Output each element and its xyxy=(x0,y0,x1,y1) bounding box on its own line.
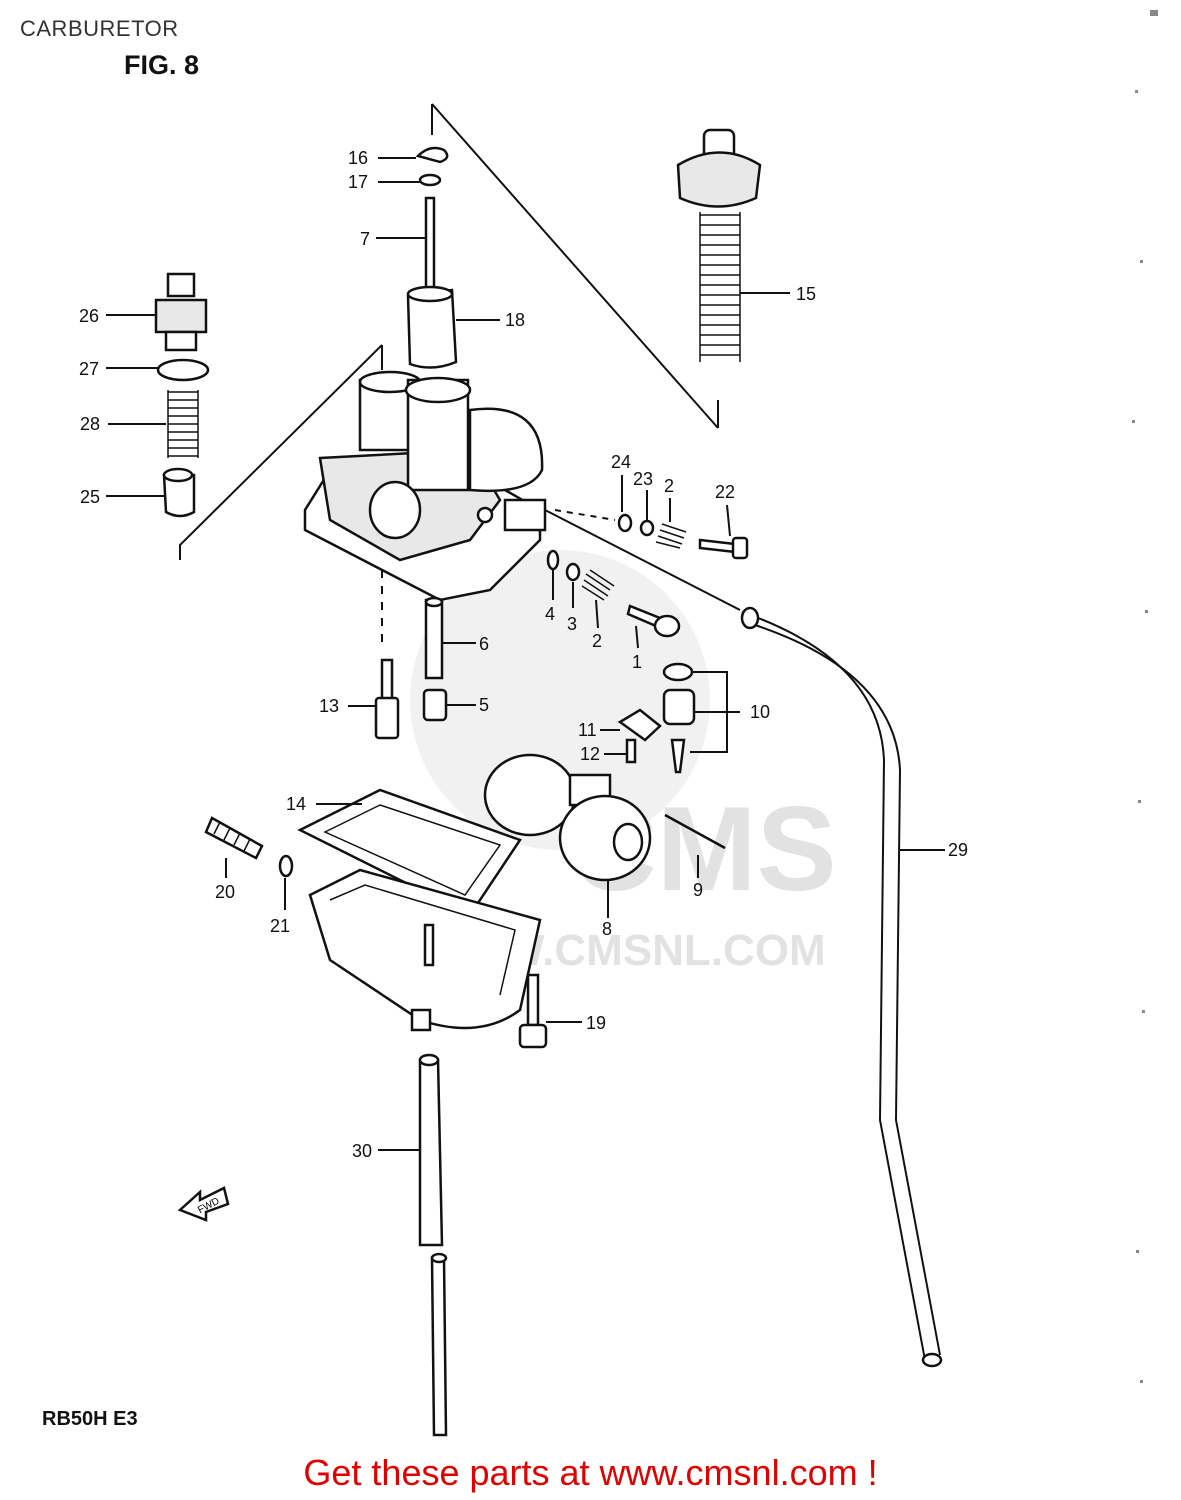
callout-29: 29 xyxy=(948,840,968,860)
carburetor-body xyxy=(303,370,547,602)
callout-numbers: 16 17 7 18 15 26 27 28 25 24 23 2 22 4 3… xyxy=(79,148,968,1161)
callout-7: 7 xyxy=(360,229,370,249)
figure-label: FIG. 8 xyxy=(124,50,200,80)
callout-9: 9 xyxy=(693,880,703,900)
model-code: RB50H E3 xyxy=(42,1408,138,1430)
alignment-lines xyxy=(179,103,741,650)
callout-6: 6 xyxy=(479,634,489,654)
callout-28: 28 xyxy=(80,414,100,434)
part-23-washer xyxy=(639,519,655,537)
part-22-screw xyxy=(698,536,749,560)
part-21-o-ring xyxy=(278,854,294,878)
forward-direction-arrow: FWD xyxy=(177,1186,230,1222)
part-6-needle-jet xyxy=(424,596,444,680)
callout-8: 8 xyxy=(602,919,612,939)
scan-specks xyxy=(1132,10,1158,1383)
callout-14: 14 xyxy=(286,794,306,814)
part-24-washer xyxy=(617,513,633,533)
part-11-clip xyxy=(617,708,662,742)
part-17-ring xyxy=(418,173,442,187)
callout-30: 30 xyxy=(352,1141,372,1161)
callout-21: 21 xyxy=(270,916,290,936)
part-13-pilot-jet xyxy=(374,658,400,740)
part-28-spring xyxy=(167,390,199,458)
part-8-float xyxy=(483,753,652,882)
part-30-drain-tube xyxy=(418,1053,448,1437)
part-9-float-pin xyxy=(664,813,726,850)
callout-20: 20 xyxy=(215,882,235,902)
float-chamber xyxy=(308,868,542,1032)
part-2-spring-upper xyxy=(655,523,687,549)
part-16-clip xyxy=(415,146,449,164)
promo-link-text[interactable]: Get these parts at www.cmsnl.com ! xyxy=(303,1452,878,1493)
leader-lines xyxy=(106,157,945,1151)
callout-24: 24 xyxy=(611,452,631,472)
part-5-main-jet xyxy=(422,688,448,722)
part-3-washer xyxy=(565,562,581,582)
part-25-starter-plunger xyxy=(162,467,196,518)
page-title: CARBURETOR xyxy=(20,16,179,41)
callout-12: 12 xyxy=(580,744,600,764)
callout-27: 27 xyxy=(79,359,99,379)
callout-11: 11 xyxy=(578,720,597,740)
part-27-o-ring xyxy=(156,358,210,382)
callout-18: 18 xyxy=(505,310,525,330)
callout-3: 3 xyxy=(567,614,577,634)
part-29-overflow-tube xyxy=(740,606,943,1368)
callout-25: 25 xyxy=(80,487,100,507)
callout-5: 5 xyxy=(479,695,489,715)
part-1-throttle-stop-screw xyxy=(626,604,681,638)
callout-26: 26 xyxy=(79,306,99,326)
callout-15: 15 xyxy=(796,284,816,304)
callout-23: 23 xyxy=(633,469,653,489)
part-12-screw xyxy=(625,738,637,764)
part-20-pilot-air-screw xyxy=(204,816,264,860)
callout-10: 10 xyxy=(750,702,770,722)
callout-22: 22 xyxy=(715,482,735,502)
part-2-spring-lower xyxy=(581,569,615,601)
callout-2-upper: 2 xyxy=(664,476,674,496)
callout-4: 4 xyxy=(545,604,555,624)
callout-19: 19 xyxy=(586,1013,606,1033)
callout-13: 13 xyxy=(319,696,339,716)
part-15-cap-spring xyxy=(676,128,762,362)
part-26-starter-cap xyxy=(154,272,208,352)
callout-16: 16 xyxy=(348,148,368,168)
callout-1: 1 xyxy=(632,652,642,672)
part-7-jet-needle xyxy=(424,196,436,292)
part-19-screw xyxy=(518,973,548,1049)
part-10-needle-valve-set xyxy=(662,662,740,774)
callout-17: 17 xyxy=(348,172,368,192)
part-4-washer xyxy=(546,549,560,571)
part-18-throttle-valve xyxy=(406,285,458,369)
callout-2-lower: 2 xyxy=(592,631,602,651)
